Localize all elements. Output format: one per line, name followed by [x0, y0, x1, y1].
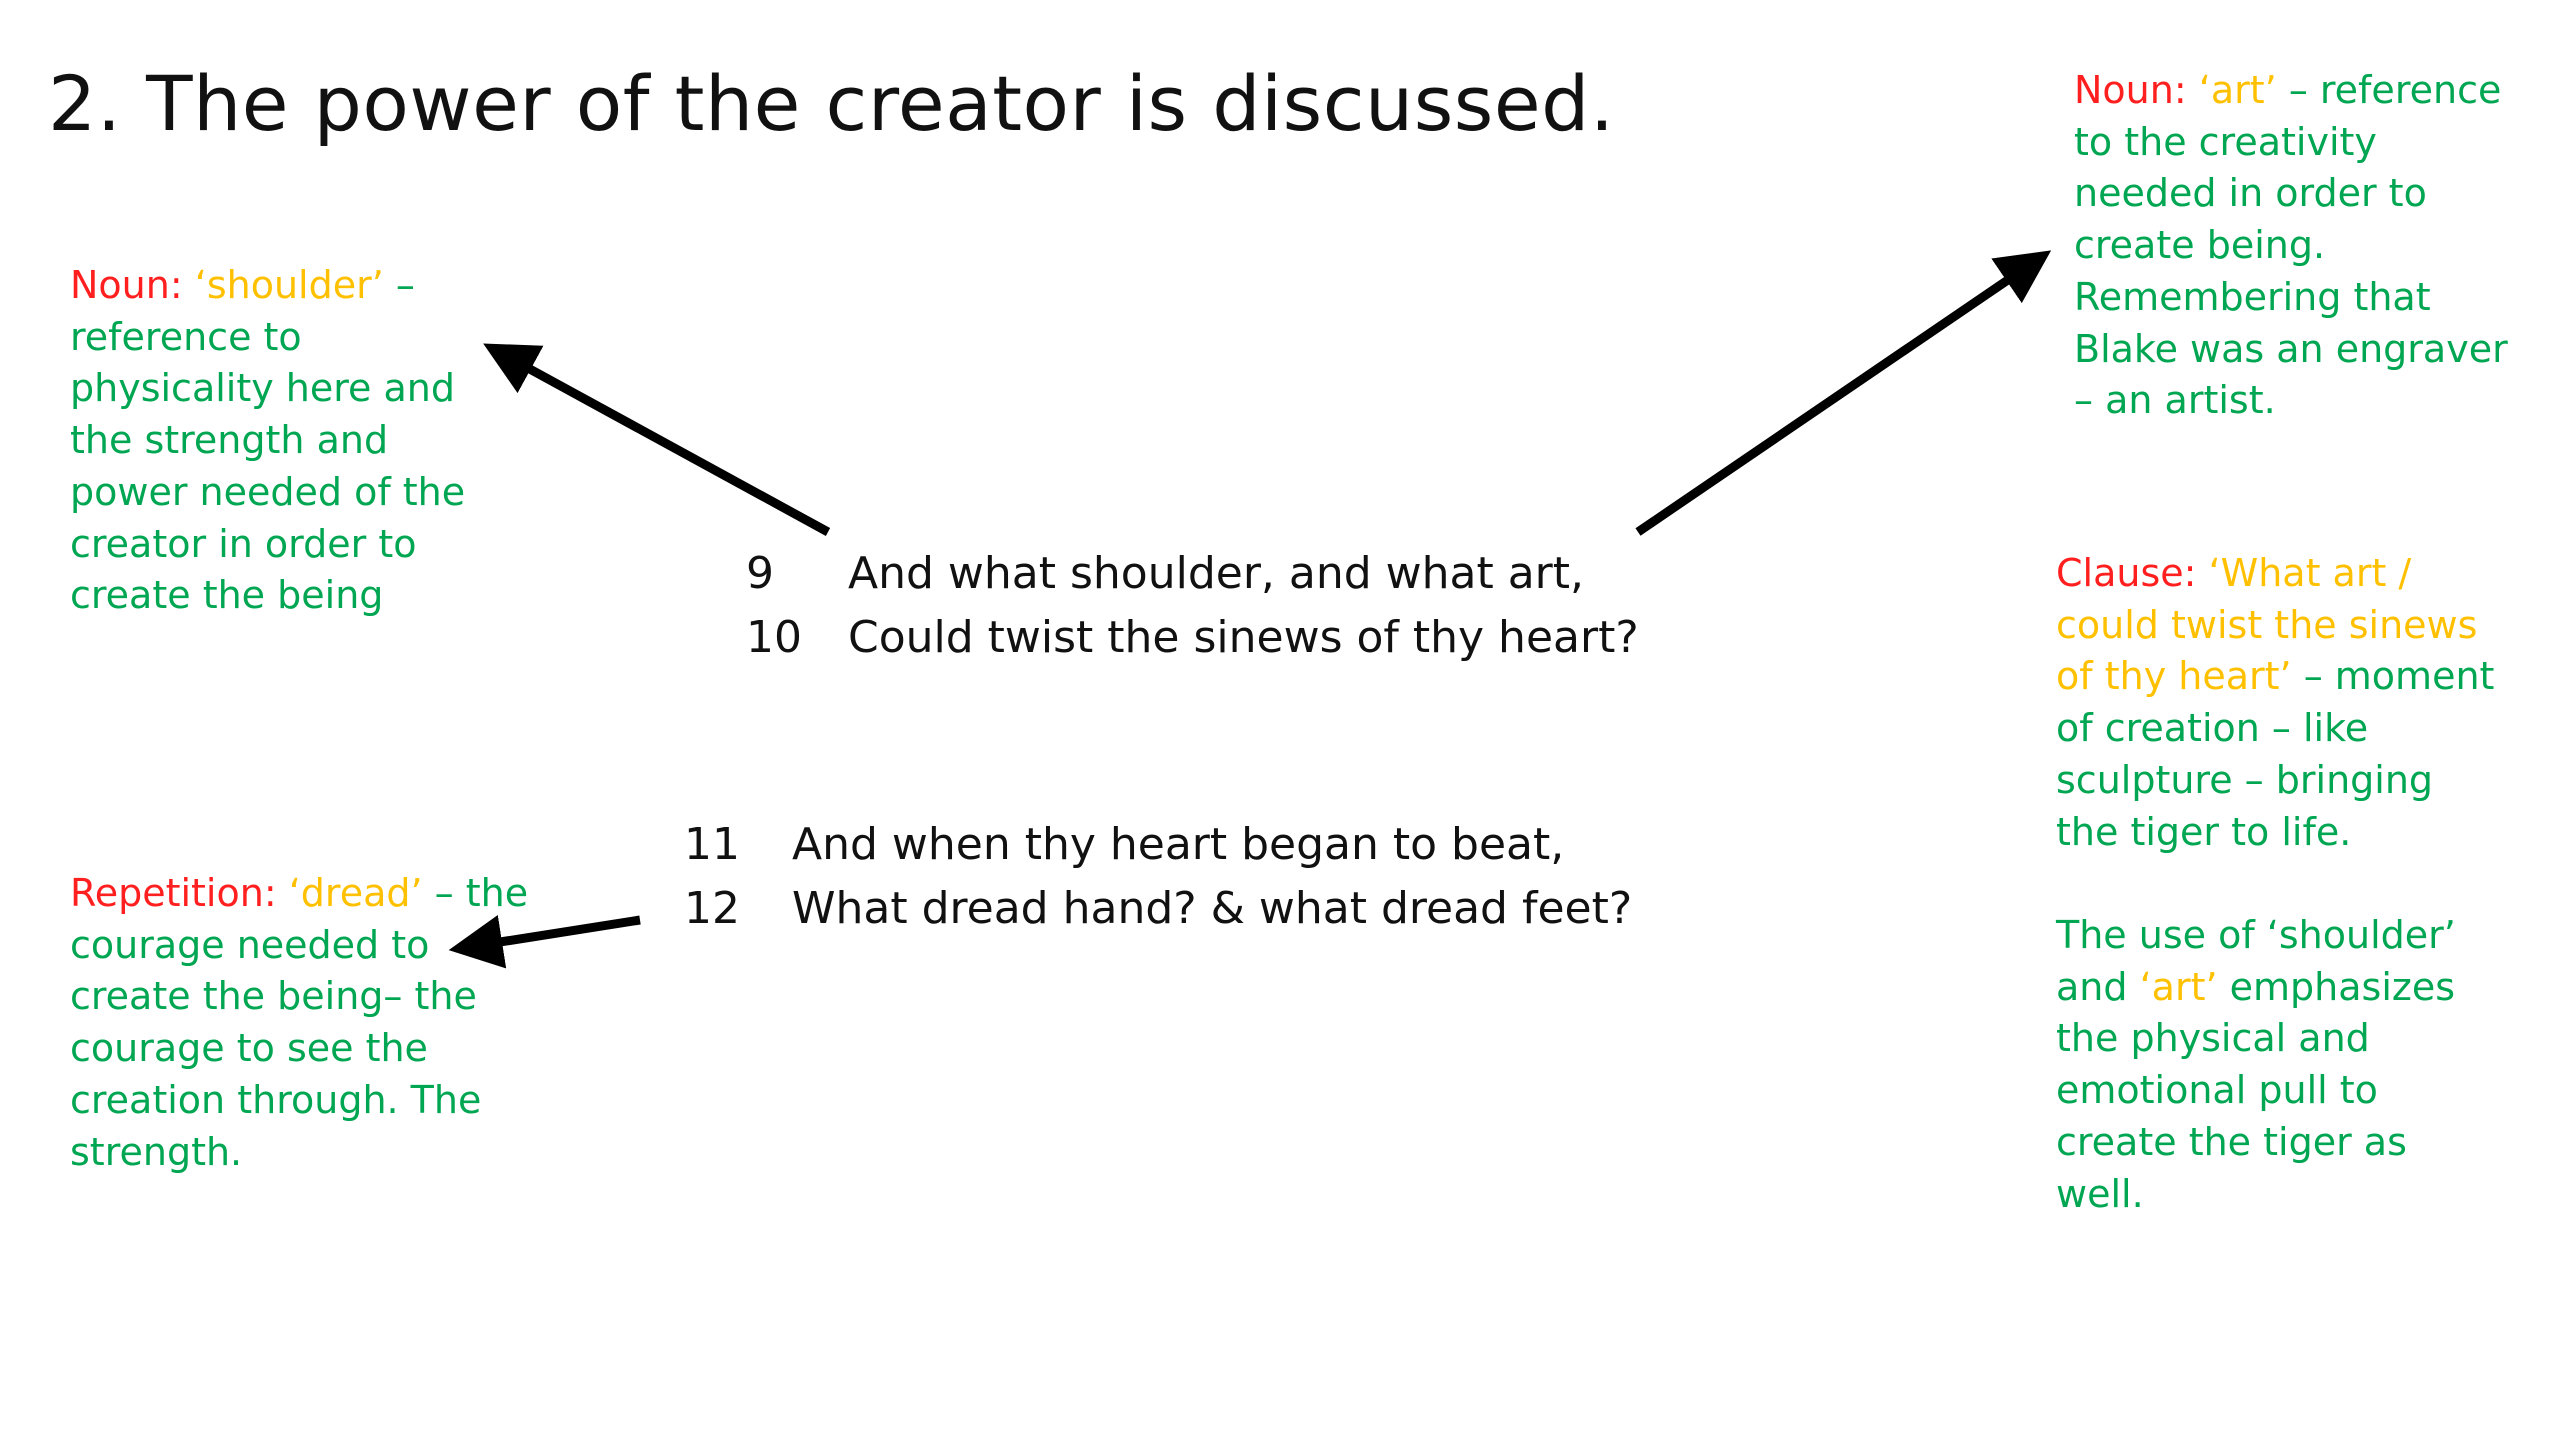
- annotation-line: Repetition: ‘dread’ – the: [70, 868, 540, 920]
- commentary-text: – reference: [2288, 68, 2502, 112]
- annotation-line: courage needed to: [70, 922, 430, 967]
- annotation-line: create being.: [2074, 223, 2326, 268]
- annotation-line: creation through. The: [70, 1077, 482, 1122]
- annotation-line: create the tiger as: [2056, 1119, 2407, 1164]
- poem-line: 11 And when thy heart began to beat,: [684, 813, 1632, 877]
- annotation-emphasis: The use of ‘shoulder’ and ‘art’ emphasiz…: [2056, 910, 2526, 1220]
- annotation-line: power needed of the: [70, 469, 466, 514]
- annotation-line: – an artist.: [2074, 378, 2276, 423]
- arrow-to-dread-note: [448, 915, 641, 969]
- commentary-text: –: [395, 263, 415, 307]
- commentary-text: emphasizes: [2229, 964, 2456, 1009]
- annotation-line: create the being: [70, 573, 384, 618]
- poem-line: 10 Could twist the sinews of thy heart?: [746, 606, 1639, 670]
- annotation-line: needed in order to: [2074, 171, 2427, 216]
- annotation-line: of creation – like: [2056, 706, 2369, 751]
- annotation-line: the strength and: [70, 418, 389, 463]
- annotation-shoulder: Noun: ‘shoulder’ – reference to physical…: [70, 260, 530, 622]
- annotation-line: creator in order to: [70, 521, 417, 566]
- quote-text: ‘art’: [2198, 68, 2277, 112]
- poem-line-text: What dread hand? & what dread feet?: [792, 883, 1633, 934]
- commentary-text: – the: [434, 871, 529, 915]
- annotation-line: physicality here and: [70, 366, 456, 411]
- slide-title: 2. The power of the creator is discussed…: [48, 59, 1615, 148]
- poem-line: 12 What dread hand? & what dread feet?: [684, 877, 1632, 941]
- device-label: Noun:: [2074, 68, 2187, 112]
- quote-text: ‘What art /: [2208, 551, 2412, 595]
- annotation-line: Remembering that: [2074, 274, 2431, 319]
- annotation-clause: Clause: ‘What art / could twist the sine…: [2056, 548, 2526, 858]
- annotation-line: courage to see the: [70, 1026, 428, 1071]
- annotation-line: Clause: ‘What art /: [2056, 548, 2526, 600]
- annotation-line: sculpture – bringing: [2056, 757, 2434, 802]
- arrow-to-art-note: [1635, 250, 2052, 536]
- annotation-line: the physical and: [2056, 1016, 2370, 1061]
- quote-text: could twist the sinews: [2056, 602, 2478, 647]
- line-number: 10: [746, 612, 802, 663]
- quote-text: of thy heart’: [2056, 654, 2292, 699]
- line-number: 11: [684, 819, 740, 870]
- commentary-text: and: [2056, 964, 2128, 1009]
- device-label: Noun:: [70, 263, 183, 307]
- quote-text: ‘shoulder’: [194, 263, 384, 307]
- poem-line: 9 And what shoulder, and what art,: [746, 542, 1639, 606]
- annotation-dread: Repetition: ‘dread’ – the courage needed…: [70, 868, 540, 1178]
- poem-line-text: Could twist the sinews of thy heart?: [848, 612, 1639, 663]
- poem-stanza-2: 11 And when thy heart began to beat, 12 …: [684, 813, 1632, 941]
- annotation-line: reference to: [70, 314, 302, 359]
- poem-line-text: And what shoulder, and what art,: [848, 548, 1585, 599]
- annotation-line: well.: [2056, 1171, 2144, 1216]
- annotation-line: create the being– the: [70, 974, 477, 1019]
- device-label: Clause:: [2056, 551, 2197, 595]
- annotation-line: the tiger to life.: [2056, 809, 2352, 854]
- arrow-to-shoulder-note: [483, 343, 831, 536]
- quote-text: ‘art’: [2139, 964, 2218, 1009]
- annotation-line: Blake was an engraver: [2074, 326, 2508, 371]
- line-number: 9: [746, 548, 774, 599]
- annotation-line: of thy heart’ – moment: [2056, 651, 2526, 703]
- annotation-line: Noun: ‘art’ – reference: [2074, 65, 2544, 117]
- annotation-line: emotional pull to: [2056, 1068, 2378, 1113]
- annotation-art: Noun: ‘art’ – reference to the creativit…: [2074, 65, 2544, 427]
- annotation-line: Noun: ‘shoulder’ –: [70, 260, 530, 312]
- commentary-text: – moment: [2303, 654, 2495, 699]
- poem-stanza-1: 9 And what shoulder, and what art, 10 Co…: [746, 542, 1639, 670]
- annotation-line: to the creativity: [2074, 119, 2377, 164]
- poem-line-text: And when thy heart began to beat,: [792, 819, 1565, 870]
- line-number: 12: [684, 883, 740, 934]
- annotation-line: strength.: [70, 1129, 243, 1174]
- quote-text: ‘dread’: [288, 871, 423, 915]
- device-label: Repetition:: [70, 871, 277, 915]
- annotation-line: The use of ‘shoulder’: [2056, 913, 2456, 957]
- annotation-line: and ‘art’ emphasizes: [2056, 962, 2526, 1014]
